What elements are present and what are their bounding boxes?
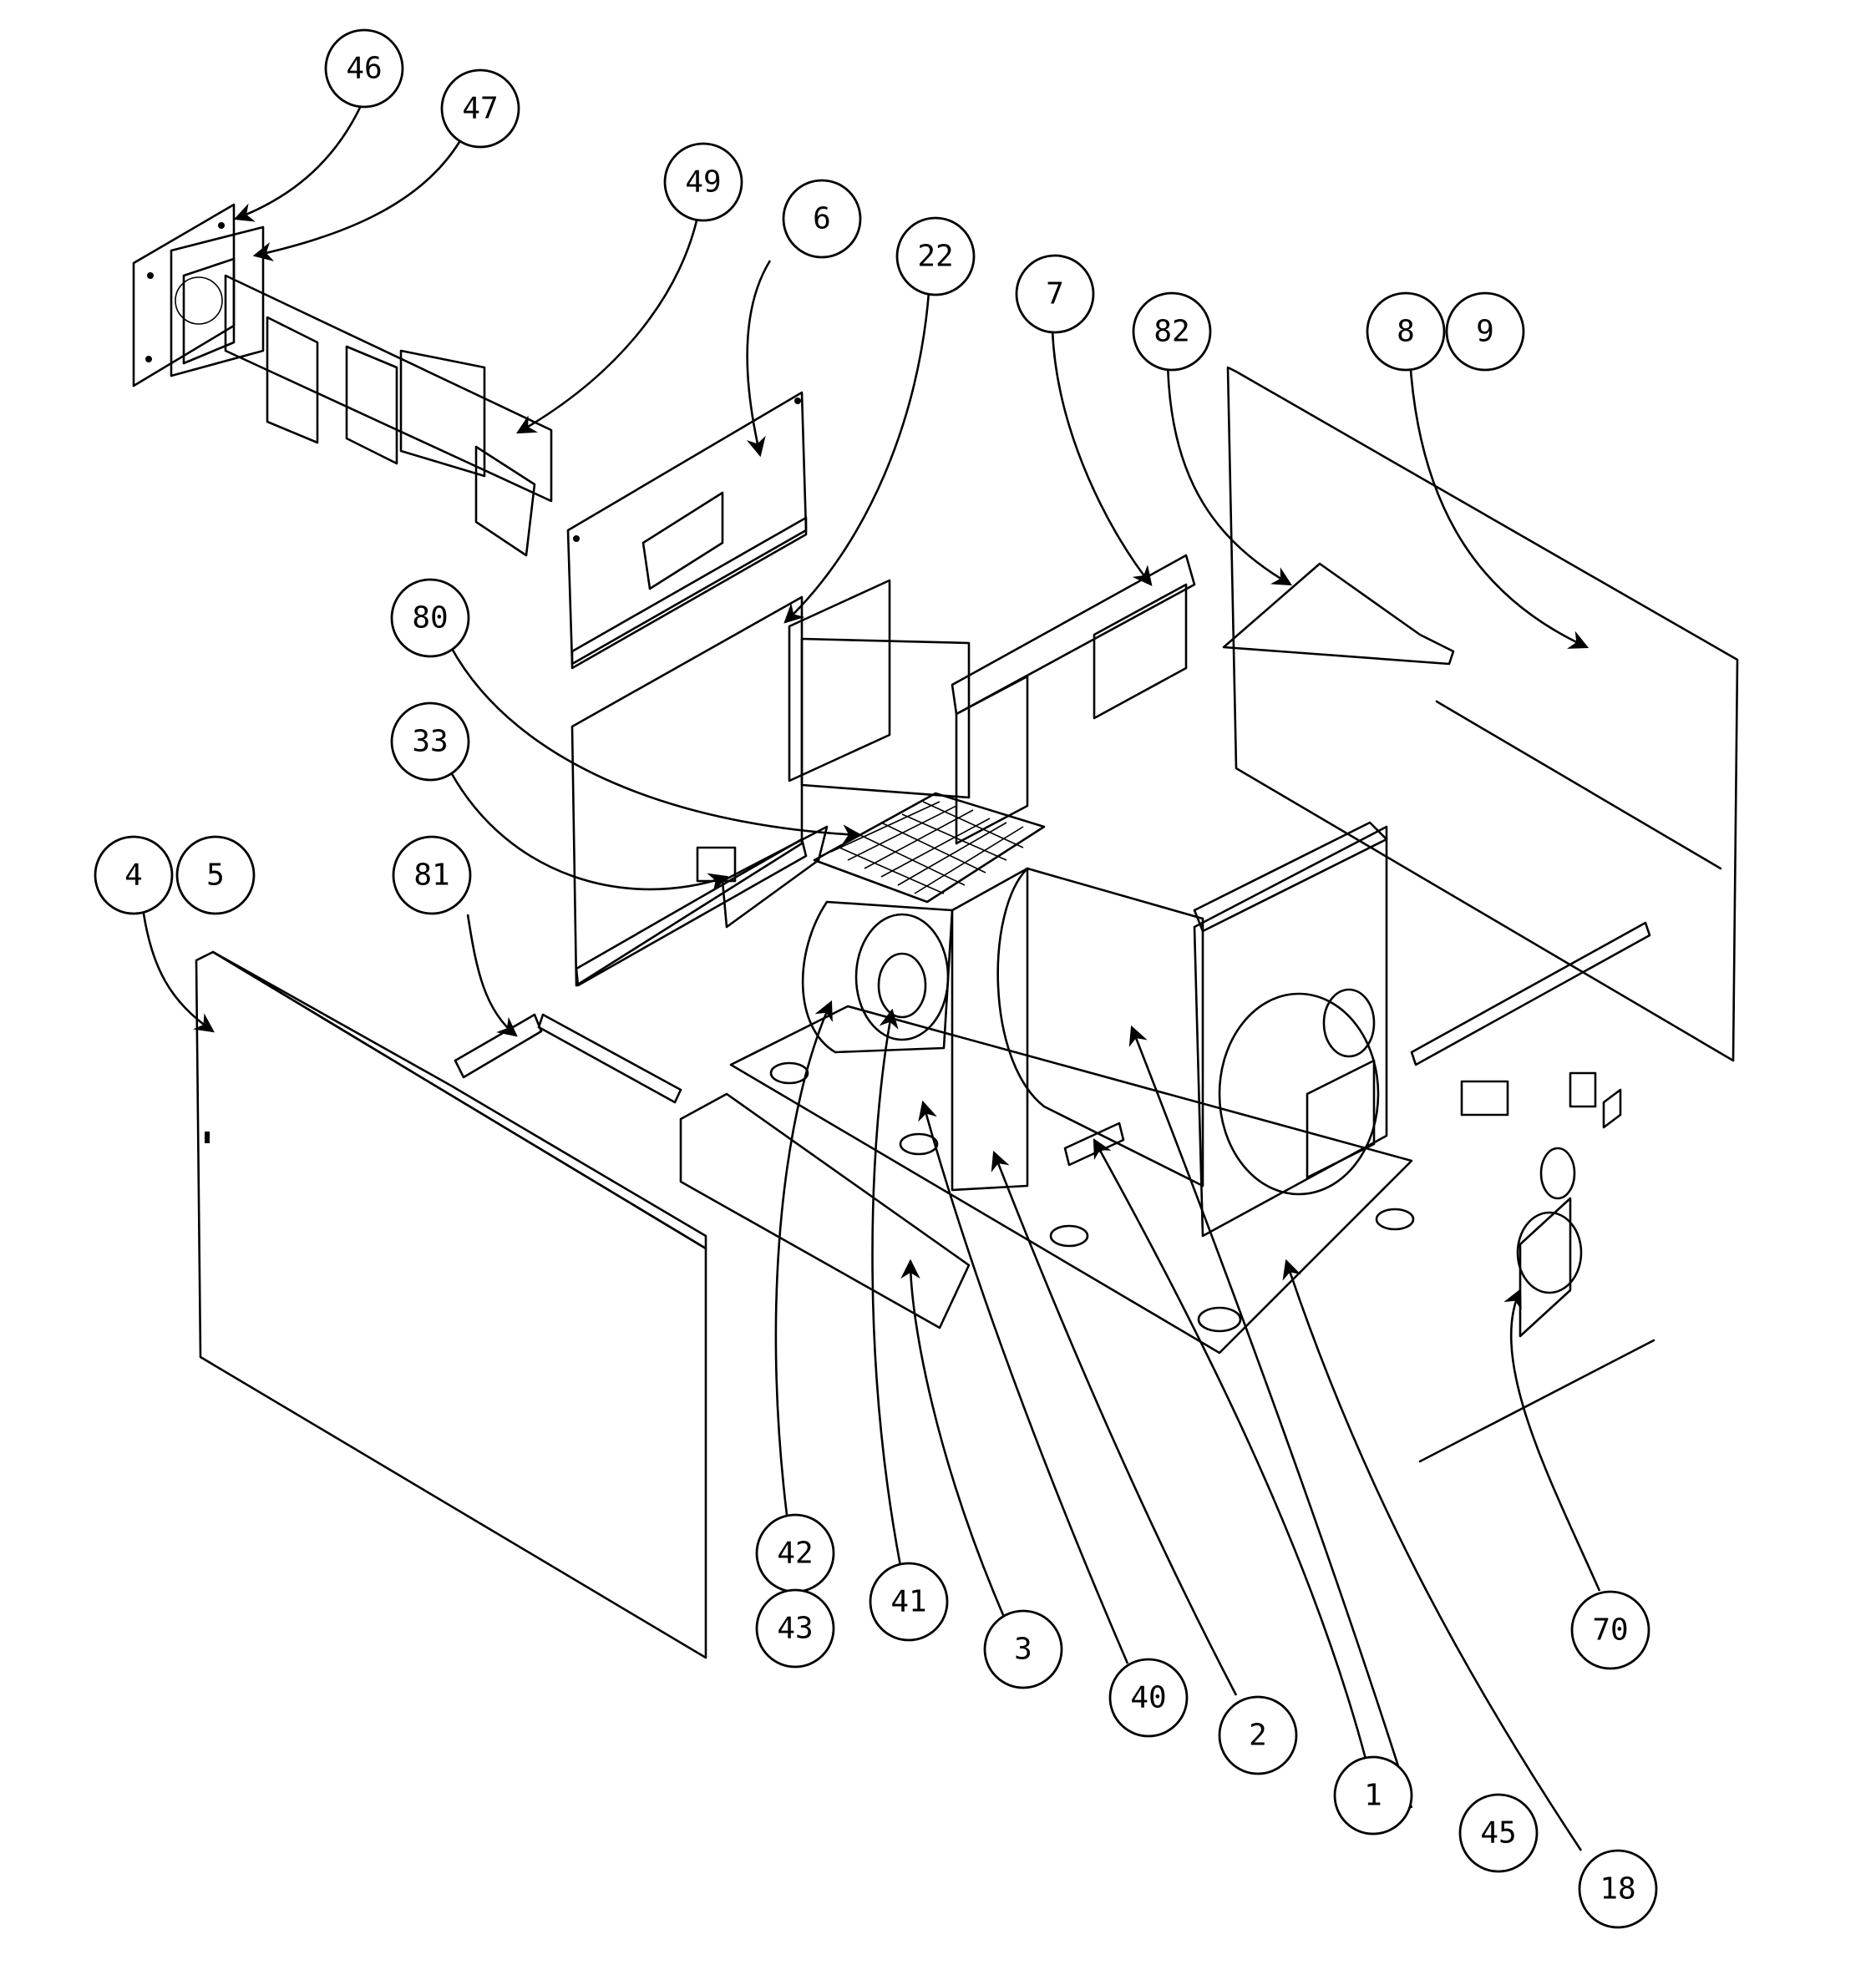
top-access-panel — [566, 391, 808, 670]
combustion-chamber-frame — [788, 554, 1196, 845]
vent-duct — [224, 274, 553, 557]
svg-text:7: 7 — [1046, 277, 1064, 311]
front-door-panel — [195, 950, 707, 1659]
svg-text:5: 5 — [206, 858, 225, 893]
callout-70: 70 — [1570, 1590, 1650, 1670]
callout-43: 43 — [755, 1588, 835, 1669]
callout-80: 80 — [390, 578, 470, 658]
svg-text:45: 45 — [1480, 1816, 1516, 1851]
callout-41: 41 — [869, 1562, 949, 1642]
svg-text:4: 4 — [124, 858, 143, 893]
support-rail — [454, 1013, 682, 1104]
base-pan — [729, 1005, 1415, 1355]
svg-text:1: 1 — [1364, 1779, 1382, 1813]
callout-81: 81 — [392, 835, 472, 915]
svg-text:2: 2 — [1249, 1719, 1267, 1753]
svg-text:9: 9 — [1476, 315, 1494, 349]
callout-1: 1 — [1333, 1755, 1413, 1836]
callout-45: 45 — [1458, 1793, 1539, 1873]
svg-text:81: 81 — [413, 858, 449, 893]
svg-text:40: 40 — [1130, 1681, 1166, 1715]
svg-text:43: 43 — [777, 1612, 813, 1646]
burner-grid — [813, 792, 1046, 904]
vent-flange-plate — [132, 203, 265, 387]
callout-8: 8 — [1366, 291, 1446, 372]
callout-3: 3 — [983, 1609, 1063, 1689]
callout-5: 5 — [175, 835, 256, 915]
svg-text:42: 42 — [777, 1537, 813, 1571]
callout-7: 7 — [1015, 254, 1095, 334]
svg-text:3: 3 — [1014, 1633, 1032, 1667]
callout-49: 49 — [663, 142, 743, 222]
callout-82: 82 — [1132, 291, 1212, 372]
right-side-panel — [1222, 366, 1739, 1066]
callout-22: 22 — [895, 216, 976, 296]
blower-housing — [951, 821, 1388, 1238]
callout-33: 33 — [390, 701, 470, 782]
leader-lines — [140, 98, 1601, 1851]
callout-6: 6 — [782, 179, 862, 259]
svg-text:80: 80 — [412, 601, 448, 636]
svg-text:8: 8 — [1397, 315, 1415, 349]
svg-text:18: 18 — [1600, 1872, 1635, 1907]
svg-text:47: 47 — [462, 92, 498, 126]
svg-text:22: 22 — [917, 240, 953, 274]
svg-text:49: 49 — [685, 165, 721, 200]
callout-42: 42 — [755, 1513, 835, 1593]
front-lower-panel — [679, 1092, 971, 1329]
svg-text:6: 6 — [813, 202, 831, 236]
callout-18: 18 — [1578, 1849, 1658, 1929]
svg-text:82: 82 — [1153, 315, 1189, 349]
callout-40: 40 — [1108, 1658, 1189, 1738]
callout-4: 4 — [94, 835, 174, 915]
svg-text:46: 46 — [346, 52, 382, 86]
callout-46: 46 — [324, 28, 404, 109]
svg-text:33: 33 — [412, 725, 448, 759]
callout-9: 9 — [1445, 291, 1525, 372]
callout-2: 2 — [1218, 1695, 1298, 1775]
svg-text:70: 70 — [1592, 1613, 1628, 1648]
svg-text:41: 41 — [890, 1585, 926, 1619]
control-wall — [1418, 1071, 1655, 1463]
blower-wheel — [801, 900, 954, 1054]
callout-47: 47 — [440, 68, 520, 149]
